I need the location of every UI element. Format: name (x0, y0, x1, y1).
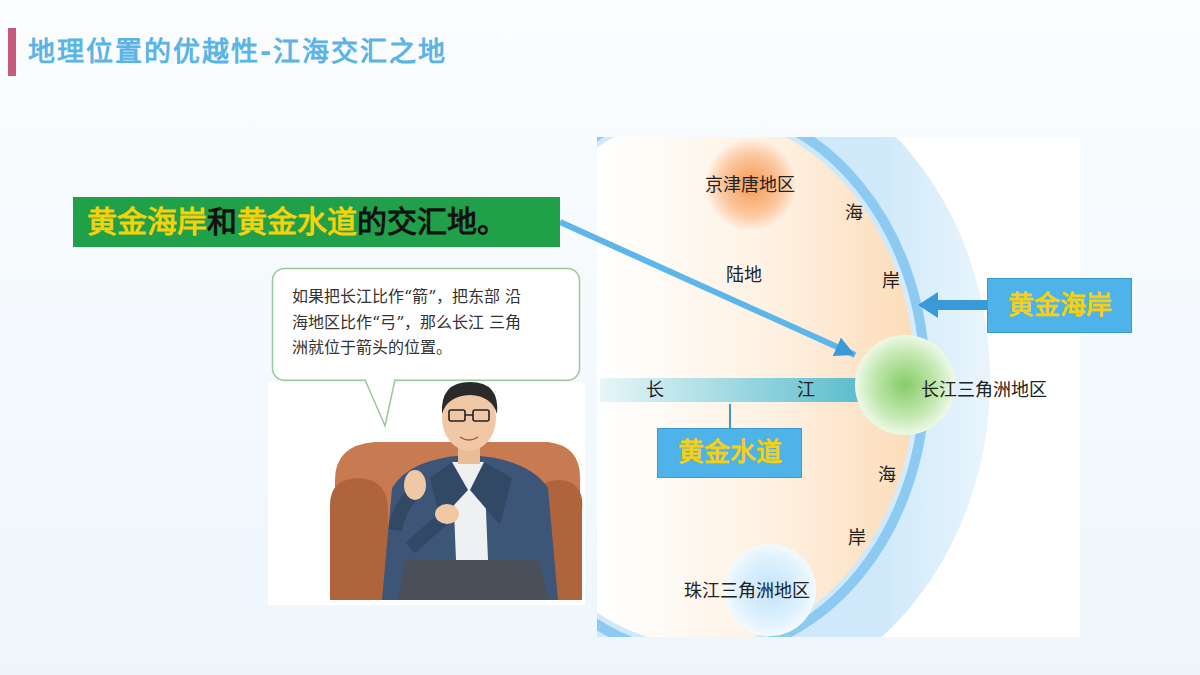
pointer-arrow (560, 222, 855, 355)
speech-bubble: 如果把长江比作“箭”，把东部 沿海地区比作“弓”，那么长江 三角洲就位于箭头的位… (272, 268, 580, 381)
bubble-body (273, 269, 580, 381)
map-label: 岸 (882, 270, 900, 292)
region-circle: 珠江三角洲地区 (680, 543, 820, 636)
bubble-tail-join (367, 379, 394, 382)
region-glow (706, 139, 798, 231)
region-name: 长江三角洲地区 (921, 379, 1047, 401)
title-bar (8, 28, 16, 76)
tag-text: 黄金海岸 (1008, 290, 1112, 321)
region-circle: 京津唐地区 (698, 138, 813, 233)
map-label: 长 (646, 379, 664, 401)
coast-pointer (918, 292, 987, 318)
slide-title: 地理位置的优越性-江海交汇之地 (28, 30, 447, 69)
map-label: 陆地 (726, 264, 762, 286)
map-label: 海 (878, 464, 896, 486)
map-label: 岸 (848, 527, 866, 549)
bubble-text: 如果把长江比作“箭”，把东部 沿海地区比作“弓”，那么长江 三角洲就位于箭头的位… (272, 268, 552, 377)
region-name: 珠江三角洲地区 (684, 580, 810, 602)
callout-text: 和 (207, 204, 237, 239)
callout-text: 的交汇地。 (357, 204, 507, 239)
tag-box: 黄金海岸 (987, 278, 1132, 333)
leader-line (729, 404, 731, 428)
bubble-tail (365, 380, 395, 426)
river-arrow (600, 378, 882, 402)
callout-box: 黄金海岸和黄金水道的交汇地。 (73, 197, 560, 247)
region-name: 京津唐地区 (705, 174, 795, 196)
callout-text: 黄金海岸 (87, 204, 207, 239)
region-circle: 长江三角洲地区 (855, 333, 1075, 437)
callout-text: 黄金水道 (237, 204, 357, 239)
figure-ground (268, 382, 585, 605)
speaker-figure (330, 382, 582, 600)
tag-text: 黄金水道 (678, 437, 782, 468)
tag-box: 黄金水道 (657, 428, 802, 478)
map-label: 海 (845, 202, 863, 224)
callout-line: 黄金海岸和黄金水道的交汇地。 (87, 204, 507, 240)
map-label: 江 (797, 379, 815, 401)
